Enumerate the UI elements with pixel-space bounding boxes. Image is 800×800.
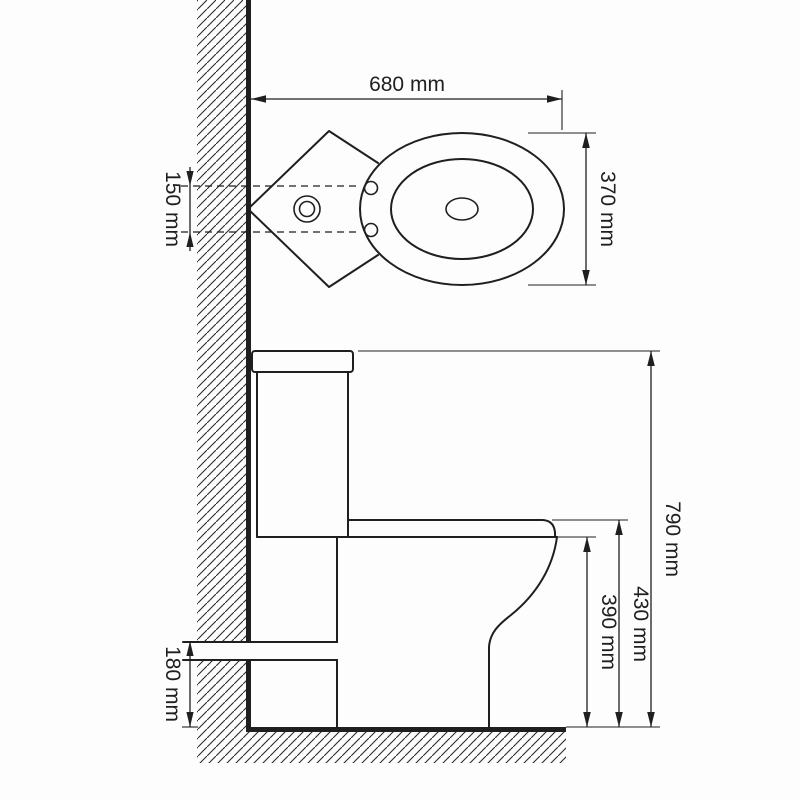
dimension-label-total-height: 790 mm <box>661 501 684 577</box>
dimension-label-top-width: 680 mm <box>369 73 445 96</box>
arrowhead-top <box>186 641 194 656</box>
arrowhead-bottom <box>615 712 623 727</box>
wall-hatching <box>197 0 246 763</box>
dimension-bowl-height: 390 mm <box>558 536 620 727</box>
wall-and-floor <box>197 0 566 763</box>
dimension-seat-height: 430 mm <box>552 519 652 727</box>
side-view <box>182 350 558 728</box>
bowl-front-profile <box>488 536 558 728</box>
wall-line <box>246 0 251 732</box>
flush-button-outer <box>293 195 321 223</box>
dimension-outlet-height: 180 mm <box>161 641 198 728</box>
dimension-label-inlet-spacing: 150 mm <box>161 171 184 247</box>
arrowhead-top <box>582 133 590 148</box>
arrowhead-bottom <box>647 712 655 727</box>
dimension-total-height: 790 mm <box>358 350 684 728</box>
tank-outline-bottom <box>247 208 379 288</box>
arrowhead-top <box>583 537 591 552</box>
seat-top-line <box>347 519 557 538</box>
arrowhead-top <box>186 171 194 186</box>
tank-lid <box>251 350 354 373</box>
drain-hole <box>445 197 479 221</box>
dimension-label-top-depth: 370 mm <box>596 171 619 247</box>
arrowhead-bottom <box>583 712 591 727</box>
bowl-outer-rim <box>359 132 565 286</box>
flush-button-inner <box>298 200 316 218</box>
arrowhead-left <box>251 95 266 103</box>
outlet-pipe-gap <box>183 643 338 659</box>
arrowhead-bottom <box>186 712 194 727</box>
dimension-top-depth: 370 mm <box>528 132 619 286</box>
dimensions: 680 mm 370 mm 150 mm 790 mm <box>161 73 684 728</box>
dimension-label-seat-height: 430 mm <box>629 586 652 662</box>
dimension-label-outlet-height: 180 mm <box>161 646 184 722</box>
floor-hatching <box>246 732 566 763</box>
dimension-inlet-spacing: 150 mm <box>161 167 194 251</box>
bolt-hole-bottom <box>363 222 379 238</box>
bowl-inner-rim <box>390 158 534 260</box>
dimension-label-bowl-height: 390 mm <box>597 594 620 670</box>
tank-outline-top <box>247 130 379 210</box>
bolt-hole-top <box>363 180 379 196</box>
floor-line <box>246 727 566 732</box>
arrowhead-bottom <box>186 232 194 247</box>
dimension-top-width: 680 mm <box>251 73 563 130</box>
arrowhead-bottom <box>582 270 590 285</box>
arrowhead-top <box>647 351 655 366</box>
arrowhead-right <box>547 95 562 103</box>
arrowhead-top <box>615 520 623 535</box>
top-view <box>181 130 565 288</box>
